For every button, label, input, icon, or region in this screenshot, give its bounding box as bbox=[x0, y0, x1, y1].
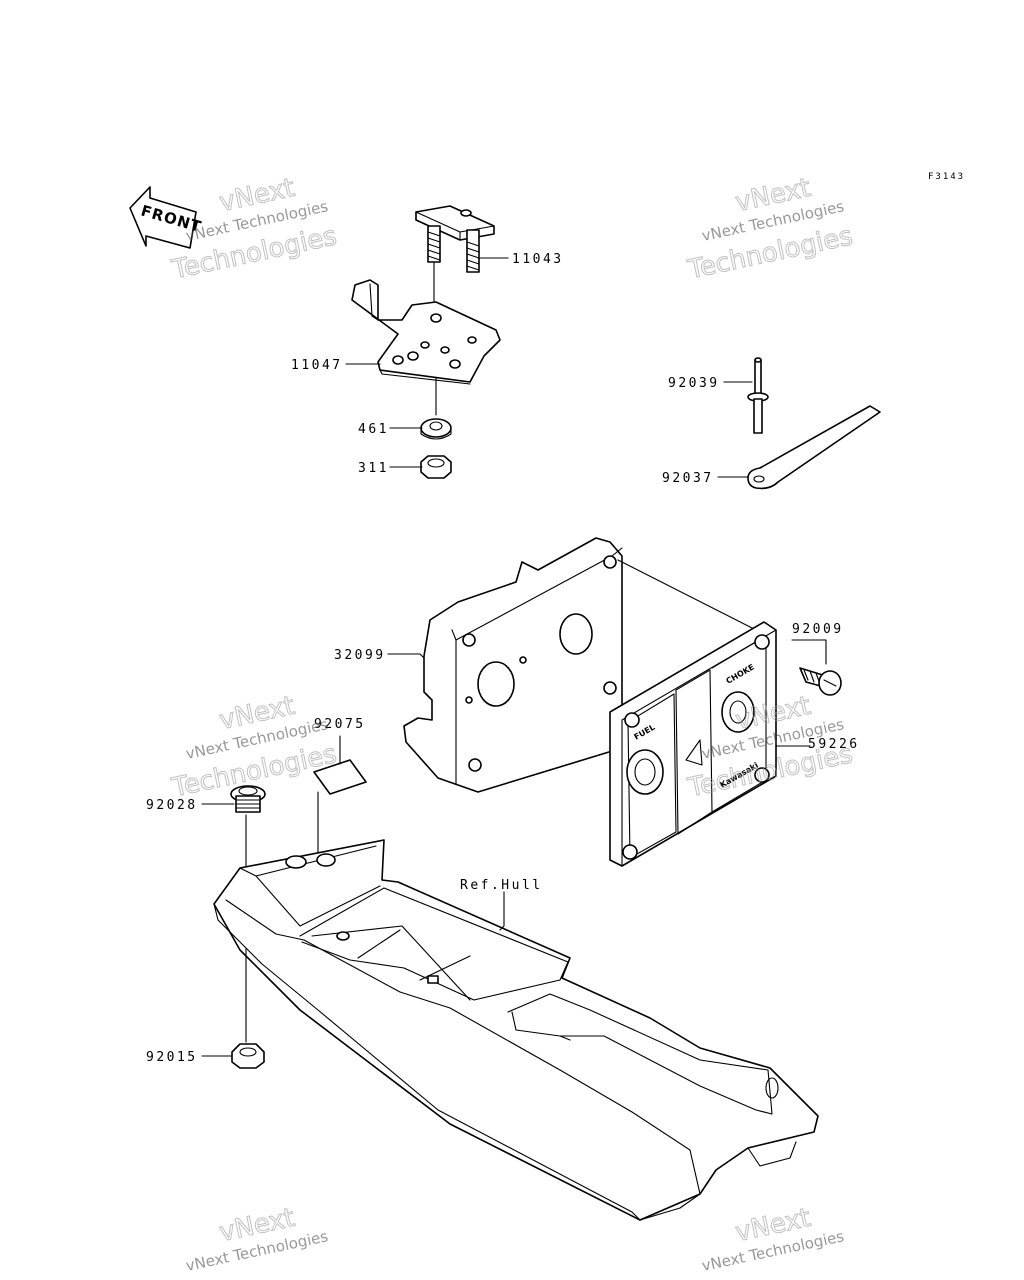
part-label-59226: 59226 bbox=[808, 737, 860, 752]
part-label-311: 311 bbox=[358, 461, 389, 476]
nut-311 bbox=[420, 455, 452, 479]
part-label-461: 461 bbox=[358, 422, 389, 437]
part-label-92009: 92009 bbox=[792, 622, 844, 637]
watermark-6: vNext vNext Technologies bbox=[700, 1202, 846, 1275]
rivet-92039 bbox=[747, 357, 769, 434]
figure-code: F3143 bbox=[928, 172, 965, 182]
leader-lines bbox=[201, 257, 827, 1057]
switch-panel-59226: FUEL CHOKE Kawasaki bbox=[609, 621, 777, 867]
nut-92015 bbox=[231, 1043, 265, 1069]
label-decal-92075 bbox=[313, 759, 367, 795]
part-label-92075: 92075 bbox=[314, 717, 366, 732]
watermark-3: vNext vNext Technologies Technologies bbox=[168, 690, 340, 804]
cover-32099 bbox=[403, 537, 623, 793]
part-label-11047: 11047 bbox=[291, 358, 343, 373]
part-label-92039: 92039 bbox=[668, 376, 720, 391]
bolt-plate-11043 bbox=[415, 205, 495, 273]
part-label-92037: 92037 bbox=[662, 471, 714, 486]
part-label-92028: 92028 bbox=[146, 798, 198, 813]
bracket-11047 bbox=[351, 279, 501, 385]
watermark-2: vNext vNext Technologies Technologies bbox=[684, 172, 856, 286]
part-label-92015: 92015 bbox=[146, 1050, 198, 1065]
plug-92028 bbox=[230, 785, 266, 813]
part-label-11043: 11043 bbox=[512, 252, 564, 267]
hull bbox=[213, 839, 819, 1221]
part-label-32099: 32099 bbox=[334, 648, 386, 663]
watermark-5: vNext vNext Technologies bbox=[184, 1202, 330, 1275]
lock-washer-461 bbox=[420, 418, 452, 440]
part-label-ref-hull: Ref.Hull bbox=[460, 878, 543, 893]
strap-92037 bbox=[747, 405, 881, 490]
screw-92009 bbox=[799, 667, 842, 696]
